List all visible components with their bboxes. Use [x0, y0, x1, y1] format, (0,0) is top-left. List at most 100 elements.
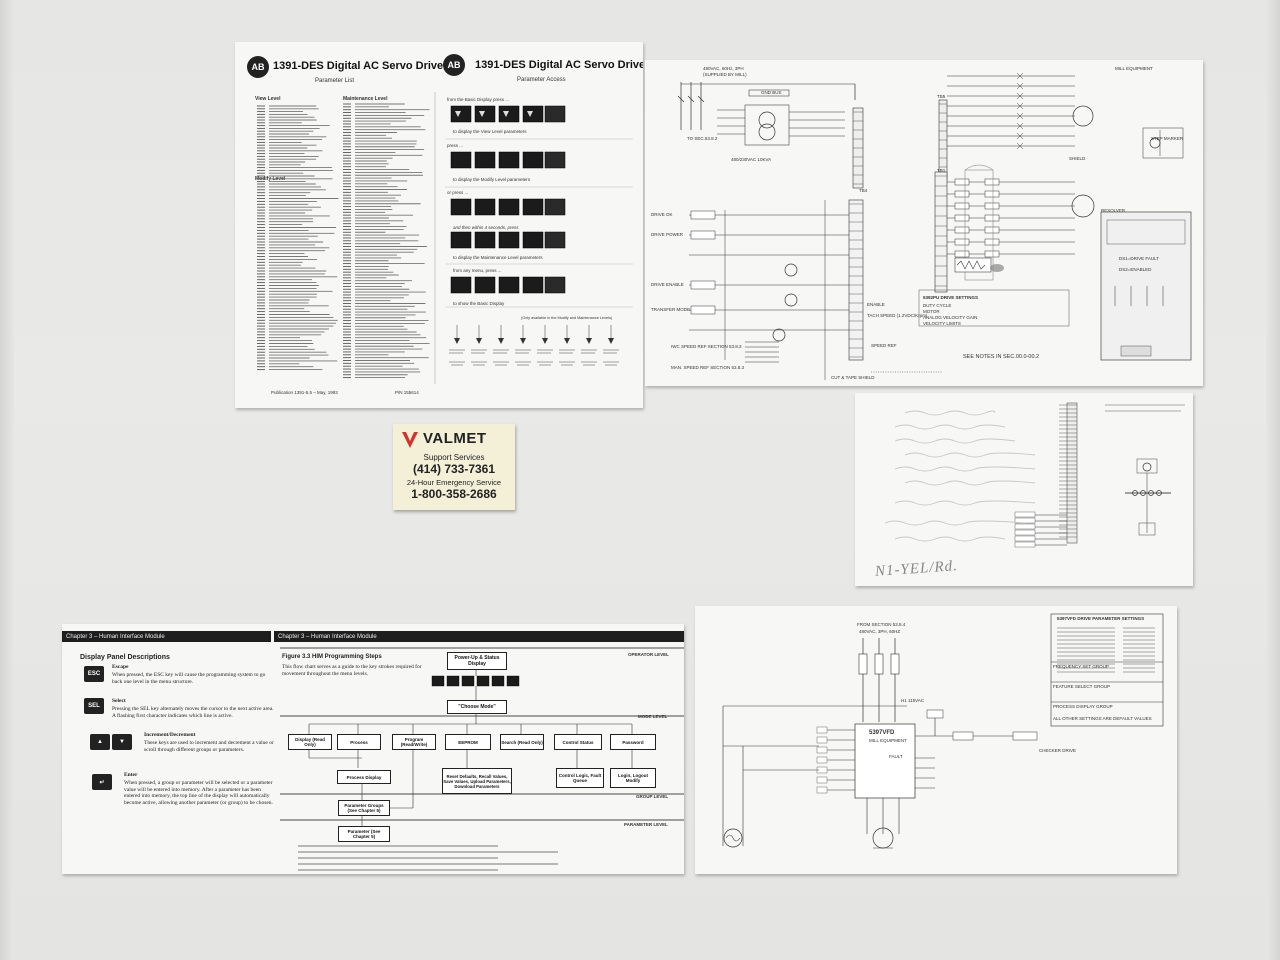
parameter-list-lines	[257, 92, 436, 384]
flow-parameter: Parameter (See Chapter 5)	[338, 826, 390, 842]
allen-bradley-logo-right: AB	[443, 54, 465, 76]
flow-control-logic: Control Logic, Fault Queue	[556, 768, 604, 788]
all-other-settings: ALL OTHER SETTINGS ARE DEFAULT VALUES	[1053, 716, 1152, 721]
increment-decrement-description: These keys are used to increment and dec…	[144, 740, 274, 753]
access-note: (Only available in the Modify and Mainte…	[521, 316, 613, 320]
step-marker-label: STEP MARKER	[1151, 136, 1184, 141]
terminal-strip-diagram	[884, 402, 1185, 548]
view-level-heading: View Level	[255, 96, 281, 102]
wall-left-edge	[0, 0, 14, 960]
enter-description: When pressed, a group or parameter will …	[124, 780, 273, 806]
parameter-list-subtitle: Parameter List	[315, 78, 355, 84]
tb5-label: TB5	[937, 94, 946, 99]
duty-cycle-label: DUTY CYCLE	[923, 303, 952, 308]
access-step-3: or press ...	[447, 190, 469, 195]
flow-mode-display: Display (Read Only)	[288, 734, 332, 750]
escape-title: Escape	[112, 664, 129, 670]
access-key-diagram	[445, 105, 633, 366]
operator-level-label: OPERATOR LEVEL	[628, 652, 669, 657]
supplied-by-label: (SUPPLIED BY MILL)	[703, 72, 747, 77]
drive-settings-title: 5392PU DRIVE SETTINGS	[923, 295, 979, 300]
part-number: P/N 155614	[395, 390, 419, 395]
servo-schematic-wiring	[677, 72, 1192, 380]
vfd-model-label: 5397VFD	[869, 730, 895, 736]
drive-enable-label: DRIVE ENABLE	[651, 282, 684, 287]
see-notes-label: SEE NOTES IN SEC.00.0-00.2	[963, 354, 1040, 360]
sel-key-icon: SEL	[84, 698, 104, 714]
vfd-settings-title: 5397VFD DRIVE PARAMETER SETTINGS	[1057, 616, 1145, 621]
vfd-schematic-wiring	[722, 613, 1164, 849]
process-display-group: PROCESS DISPLAY GROUP	[1053, 704, 1113, 709]
chapter-header-left: Chapter 3 – Human Interface Module	[62, 631, 271, 642]
velocity-limits-label: VELOCITY LIMITS	[923, 321, 961, 326]
flow-powerup-status: Power-Up & Status Display	[447, 652, 507, 670]
transfer-mode-label: TRANSFER MODE	[651, 307, 691, 312]
drive-fault-indicator-label: DS1=DRIVE FAULT	[1119, 256, 1160, 261]
valmet-emergency-label: 24-Hour Emergency Service	[406, 478, 502, 487]
flow-login-logout: Login, Logout Modify	[610, 768, 656, 788]
servo-drive-schematic: 480VAC, 60Hz, 3PH (SUPPLIED BY MILL) GND…	[645, 60, 1203, 386]
vfd-fault-label: FAULT	[889, 754, 903, 759]
drive-ok-label: DRIVE OK	[651, 212, 673, 217]
escape-description: When pressed, the ESC key will cause the…	[112, 672, 266, 685]
flow-mode-process: Process	[337, 734, 381, 750]
flow-mode-search: Search (Read Only)	[500, 734, 544, 750]
iwc-speed-ref-label: IWC SPEED REF SECTION 53.8.3	[671, 344, 742, 349]
access-step-2-result: to display the Modify Level parameters	[453, 177, 531, 182]
access-step-4: from any menu, press ...	[453, 268, 502, 273]
supply-label: 480VAC, 60Hz, 3PH	[703, 66, 744, 71]
drive-enabled-indicator-label: DS2=ENABLED	[1119, 267, 1152, 272]
terminal-wiring-sheet: N1-YEL/Rd.	[855, 393, 1193, 586]
valmet-services: Support Services	[423, 453, 485, 462]
parameter-access-title: 1391-DES Digital AC Servo Drive	[475, 59, 643, 71]
increment-key-icon: ▲	[90, 734, 110, 750]
access-step-3-result: to display the Maintenance Level paramet…	[453, 255, 543, 260]
select-title: Select	[112, 698, 126, 704]
frequency-set-group: FREQUENCY SET GROUP	[1053, 664, 1109, 669]
access-step-4-result: to show the Basic Display	[453, 301, 505, 306]
valmet-brand: VALMET	[423, 430, 487, 447]
speed-ref-label: SPEED REF	[871, 343, 897, 348]
from-section-label: FROM SECTION 53.8.4	[857, 622, 906, 627]
vfd-schematic: FROM SECTION 53.8.4 480VAC, 3PH, 60HZ H1…	[695, 606, 1177, 874]
parameter-list-title: 1391-DES Digital AC Servo Drive	[273, 60, 444, 72]
vfd-mill-equipment: MILL EQUIPMENT	[869, 738, 907, 743]
group-level-label: GROUP LEVEL	[636, 794, 669, 799]
access-step-1-result: to display the View Level parameters	[453, 129, 527, 134]
motor-label: MOTOR	[923, 309, 940, 314]
valmet-support-sticker: VALMET Support Services (414) 733-7361 2…	[393, 424, 515, 510]
resolver-label: RESOLVER	[1101, 208, 1126, 213]
enter-title: Enter	[124, 772, 138, 778]
access-step-1: from the Basic Display press ...	[447, 97, 510, 102]
parameter-access-subtitle: Parameter Access	[517, 77, 566, 83]
flow-mode-program: Program (Read/Write)	[392, 734, 436, 750]
select-description: Pressing the SEL key alternately moves t…	[112, 706, 274, 719]
esc-key-icon: ESC	[84, 666, 104, 682]
shield-label: SHIELD	[1069, 156, 1086, 161]
gnd-bus-label: GND BUS	[761, 90, 782, 95]
wall-right-edge	[1266, 0, 1280, 960]
tach-speed-label: TACH SPEED (1.2VDC/Krpm)	[867, 313, 928, 318]
flow-mode-password: Password	[610, 734, 656, 750]
checker-drive-label: CHECKER DRIVE	[1039, 748, 1077, 753]
flow-mode-control-status: Control Status	[554, 734, 602, 750]
mill-equipment-label: MILL EQUIPMENT	[1115, 66, 1153, 71]
mode-level-label: MODE LEVEL	[638, 714, 668, 719]
flow-mode-eeprom: EEPROM	[445, 734, 491, 750]
flow-choose-mode: "Choose Mode"	[447, 700, 507, 714]
transformer-rating: 480/230VAC 10KVA	[731, 157, 772, 162]
publication-line: Publication 1391-5.5 – May, 1993	[271, 390, 338, 395]
him-manual-page: Chapter 3 – Human Interface Module Chapt…	[62, 624, 684, 874]
display-panel-title: Display Panel Descriptions	[80, 654, 170, 661]
access-step-3-then: and then within 4 seconds, press	[453, 225, 519, 230]
maintenance-level-heading: Maintenance Level	[343, 96, 388, 102]
valmet-phone: (414) 733-7361	[412, 462, 496, 476]
valmet-logo-icon	[402, 432, 418, 448]
drive-power-label: DRIVE POWER	[651, 232, 684, 237]
feature-select-group: FEATURE SELECT GROUP	[1053, 684, 1111, 689]
decrement-key-icon: ▼	[112, 734, 132, 750]
figure-description: This flow chart serves as a guide to the…	[282, 664, 422, 677]
allen-bradley-logo-left: AB	[247, 56, 269, 78]
him-flowchart-lines	[280, 647, 684, 871]
cut-tape-label: CUT & TAPE SHIELD	[831, 375, 875, 380]
